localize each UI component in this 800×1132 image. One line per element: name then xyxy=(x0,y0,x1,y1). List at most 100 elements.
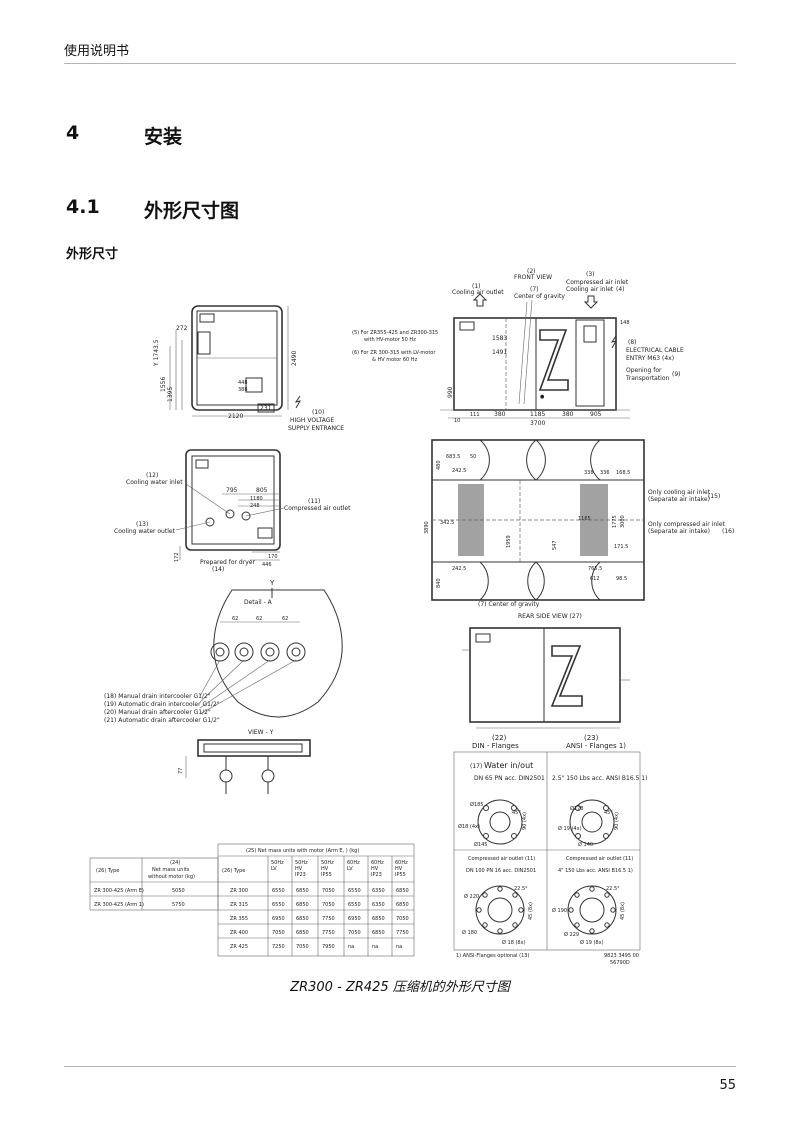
dim-380a: 380 xyxy=(494,411,506,418)
dim-62b: 62 xyxy=(256,616,262,622)
r2-c4: 6550 xyxy=(348,902,361,908)
dim-3700: 3700 xyxy=(530,420,545,427)
arrow-down-icon xyxy=(583,295,599,309)
front-view-title: FRONT VIEW xyxy=(514,274,552,281)
r1-c3: 7050 xyxy=(322,888,335,894)
r4-c5: 6850 xyxy=(372,930,385,936)
rear-view xyxy=(462,627,630,729)
mc4-l2: LV xyxy=(347,866,353,872)
water-num: (17) xyxy=(470,763,482,770)
label-12-num: (12) xyxy=(146,472,158,479)
legend-18: (18) Manual drain intercooler G1/2" xyxy=(104,693,211,700)
r1-c4: 6550 xyxy=(348,888,361,894)
legend-21: (21) Automatic drain aftercooler G1/2" xyxy=(104,717,220,724)
r2-c5: 6350 xyxy=(372,902,385,908)
right-col-type: (26) Type xyxy=(222,868,245,874)
dim-272: 272 xyxy=(176,325,188,332)
mc3-l1: 50Hz xyxy=(321,860,334,866)
note-5-l1: (5) For ZR355-425 and ZR300-315 xyxy=(352,330,438,336)
din-w-bolts: Ø18 (4x) xyxy=(458,823,480,830)
label-air-out: Compressed air outlet xyxy=(284,505,351,512)
note-15-num: (15) xyxy=(708,493,720,500)
note-9-l2: Transportation xyxy=(625,375,670,382)
dim-805: 805 xyxy=(256,487,268,494)
dim-242b: 242.5 xyxy=(452,566,466,572)
r5-type: ZR 425 xyxy=(230,944,248,950)
r3-c6: 7050 xyxy=(396,916,409,922)
r3-c2: 6850 xyxy=(296,916,309,922)
r3-c3: 7750 xyxy=(322,916,335,922)
header-rule xyxy=(64,63,736,64)
subsection-title: 外形尺寸图 xyxy=(144,200,240,222)
front-label-cooling-out: Cooling air outlet xyxy=(452,289,504,296)
dim-1583: 1583 xyxy=(492,335,507,342)
din-a-45: 45 (8x) xyxy=(528,902,534,920)
note-8-num: (8) xyxy=(628,339,637,346)
ansi-a-22: 22.5° xyxy=(606,886,620,892)
front-label-7: (7) xyxy=(530,286,539,293)
front-label-4: (4) xyxy=(616,286,625,293)
note-6-l1: (6) For ZR 300-315 with LV-motor xyxy=(352,350,436,356)
dim-168: 168.5 xyxy=(616,470,630,476)
left-row-1-mass: 5050 xyxy=(172,888,185,894)
label-14-num: (14) xyxy=(212,566,224,573)
dim-1180: 1180 xyxy=(250,496,263,502)
mc1-l2: LV xyxy=(271,866,277,872)
ansi-header-num: (23) xyxy=(584,734,599,742)
din-header-num: (22) xyxy=(492,734,507,742)
ansi-a-45: 45 (8x) xyxy=(620,902,626,920)
din-air-spec: DN 100 PN 16 acc. DIN2501 xyxy=(466,868,536,874)
mc5-l3: IP23 xyxy=(371,872,382,878)
dim-2490: 2490 xyxy=(291,351,298,366)
left-row-2-type: ZR 300-425 (Arm 1) xyxy=(94,902,144,908)
left-row-2-mass: 5750 xyxy=(172,902,185,908)
dim-3000: 3000 xyxy=(620,515,626,528)
detail-a-title: Detail - A xyxy=(244,599,273,606)
mc6-l1: 60Hz xyxy=(395,860,408,866)
ansi-air-title: Compressed air outlet (11) xyxy=(566,856,633,862)
mc5-l2: HV xyxy=(371,866,379,872)
label-water-out: Cooling water outlet xyxy=(114,528,176,535)
dim-3890: 3890 xyxy=(424,521,430,534)
dim-342: 342.5 xyxy=(440,520,454,526)
brand-logo: ● xyxy=(540,394,545,400)
r5-c5: na xyxy=(372,944,378,950)
mc6-l3: IP55 xyxy=(395,872,406,878)
r5-c3: 7950 xyxy=(322,944,335,950)
r3-c5: 6850 xyxy=(372,916,385,922)
din-water-spec: DN 65 PN acc. DIN2501 xyxy=(474,775,545,782)
left-col-net-2: Net mass units xyxy=(152,867,190,873)
din-a-d180: Ø 180 xyxy=(462,929,477,936)
din-w-90: 90 (4x) xyxy=(522,812,528,830)
mc3-l2: HV xyxy=(321,866,329,872)
note-16-l1: Only compressed air inlet xyxy=(648,521,726,528)
document-title: 使用说明书 xyxy=(64,44,130,59)
dim-446: 446 xyxy=(262,562,272,568)
note-9-l1: Opening for xyxy=(626,367,662,374)
ansi-footnote: 1) ANSI-Flanges optional (13) xyxy=(456,953,529,959)
ansi-water-spec: 2.5" 150 Lbs acc. ANSI B16.5 1) xyxy=(552,775,647,782)
r2-c1: 6550 xyxy=(272,902,285,908)
note-15-l1: Only cooling air inlet xyxy=(648,489,711,496)
plan-view: 683.5 50 242.5 338 336 168.5 480 3890 34… xyxy=(424,439,734,620)
front-label-3: (3) xyxy=(586,271,595,278)
r4-c2: 6850 xyxy=(296,930,309,936)
left-col-type: (26) Type xyxy=(96,868,119,874)
dim-1959: 1959 xyxy=(506,535,512,548)
dim-62c: 62 xyxy=(282,616,288,622)
dim-1395: 1395 xyxy=(167,387,174,402)
doc-number-1: 9823 3495 00 xyxy=(604,953,639,959)
dim-1556: 1556 xyxy=(160,377,167,392)
flange-table: (22) DIN - Flanges (23) ANSI - Flanges 1… xyxy=(453,734,647,966)
detail-a: Detail - A 62 62 62 (18) Manual drain in… xyxy=(104,589,343,724)
figure-caption: ZR300 - ZR425 压缩机的外形尺寸图 xyxy=(290,980,510,995)
front-label-cog: Center of gravity xyxy=(514,293,565,300)
r1-c1: 6550 xyxy=(272,888,285,894)
view-y-marker: Y xyxy=(269,579,275,587)
dim-98: 98.5 xyxy=(616,576,627,582)
dim-1775: 1775 xyxy=(612,515,618,528)
din-a-d220: Ø 220 xyxy=(464,893,479,900)
mass-table-left: (26) Type (24) Net mass units without mo… xyxy=(89,857,219,911)
legend-20: (20) Manual drain aftercooler G1/2" xyxy=(104,709,211,716)
subsection-number: 4.1 xyxy=(66,196,100,218)
